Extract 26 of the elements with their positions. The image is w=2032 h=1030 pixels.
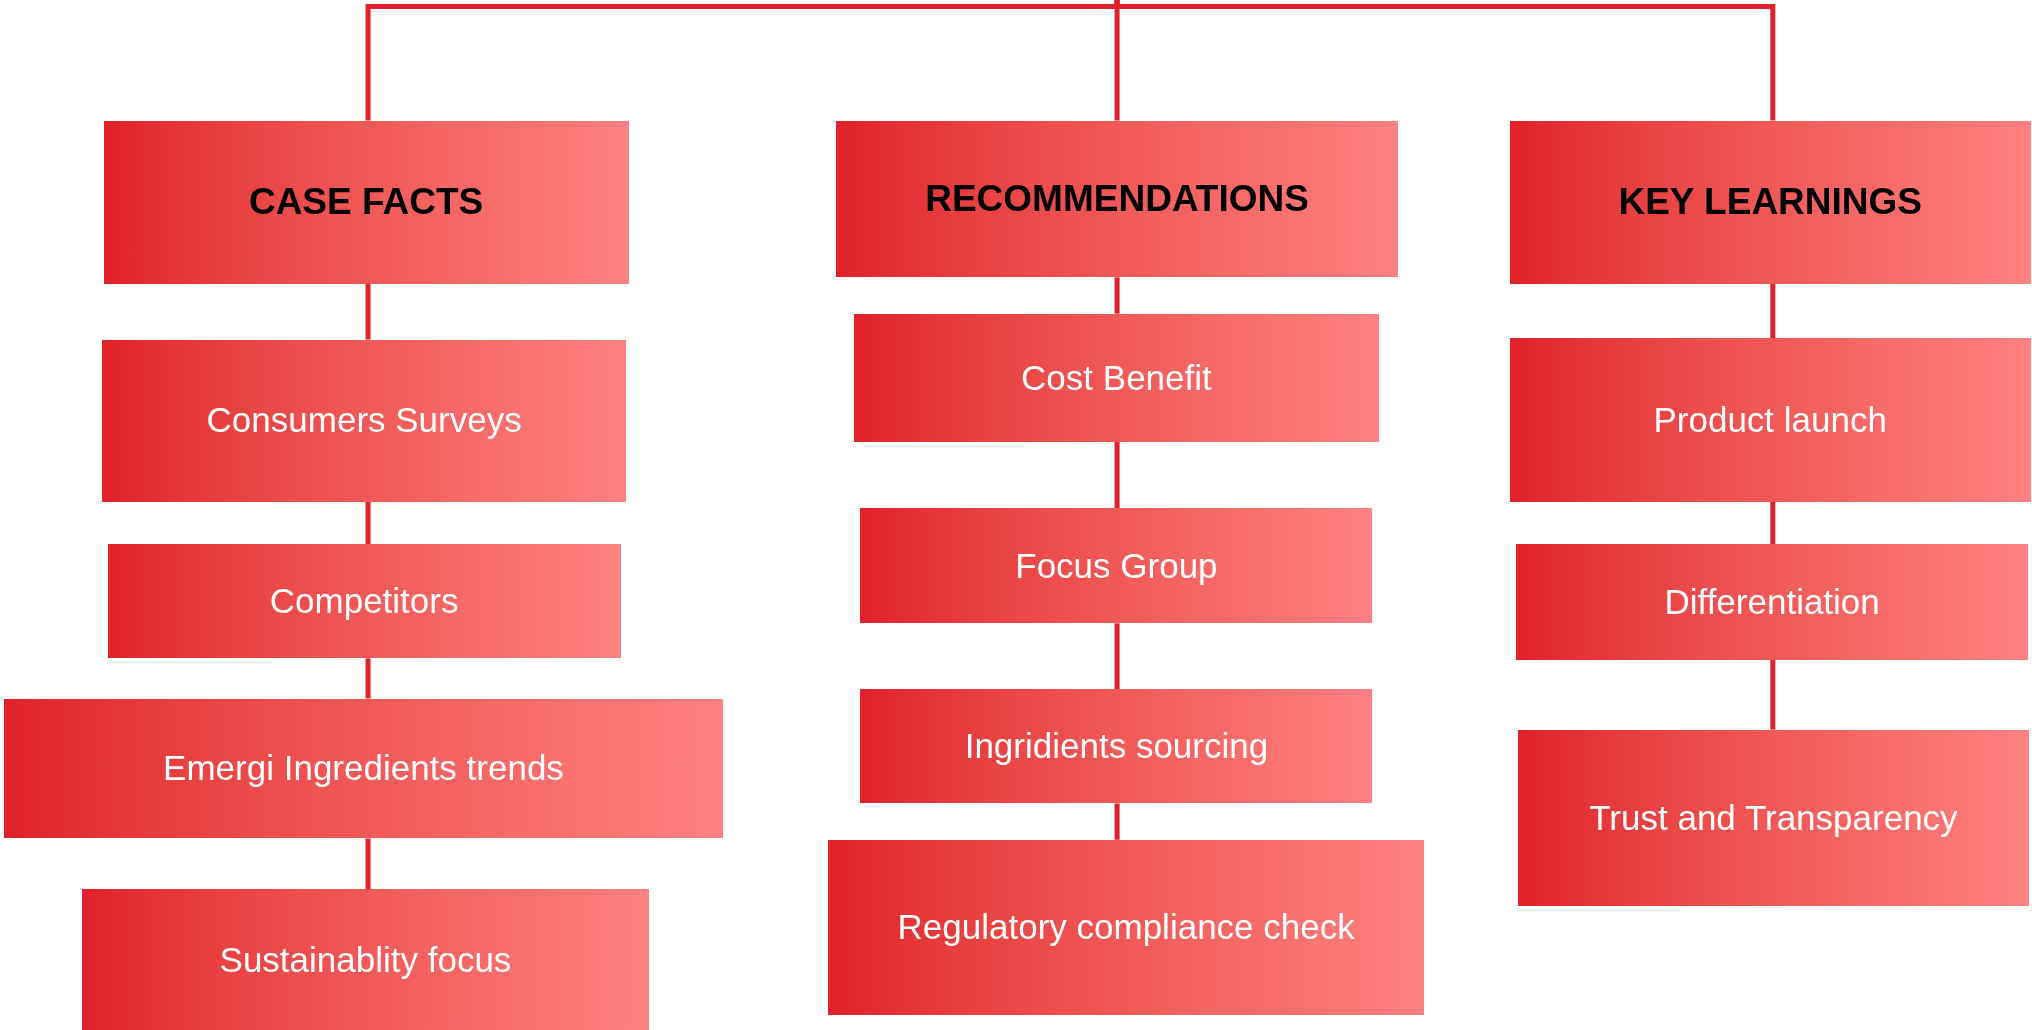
item-box: Trust and Transparency bbox=[1517, 729, 2030, 906]
connector-line bbox=[1114, 441, 1120, 508]
header-box: KEY LEARNINGS bbox=[1509, 120, 2031, 284]
connector-line bbox=[365, 838, 371, 889]
connector-line bbox=[1114, 803, 1120, 840]
connector-line bbox=[365, 658, 371, 699]
connector-line bbox=[1770, 283, 1776, 339]
header-box: CASE FACTS bbox=[103, 120, 629, 284]
connector-line bbox=[1114, 0, 1776, 121]
item-box: Focus Group bbox=[860, 508, 1373, 624]
item-box: Competitors bbox=[107, 544, 621, 659]
item-box: Sustainablity focus bbox=[81, 889, 650, 1030]
item-box: Regulatory compliance check bbox=[828, 839, 1425, 1015]
header-box: RECOMMENDATIONS bbox=[835, 120, 1399, 278]
connector-line bbox=[1114, 623, 1120, 690]
connector-line bbox=[1770, 501, 1776, 545]
connector-line bbox=[1114, 277, 1120, 314]
connector-line bbox=[365, 501, 371, 545]
item-box: Cost Benefit bbox=[854, 313, 1379, 442]
item-box: Emergi Ingredients trends bbox=[3, 698, 724, 839]
item-box: Differentiation bbox=[1516, 544, 2029, 660]
connector-line bbox=[365, 283, 371, 340]
item-box: Ingridients sourcing bbox=[860, 689, 1373, 804]
item-box: Product launch bbox=[1509, 338, 2031, 502]
connector-line bbox=[1770, 659, 1776, 730]
item-box: Consumers Surveys bbox=[102, 339, 626, 502]
